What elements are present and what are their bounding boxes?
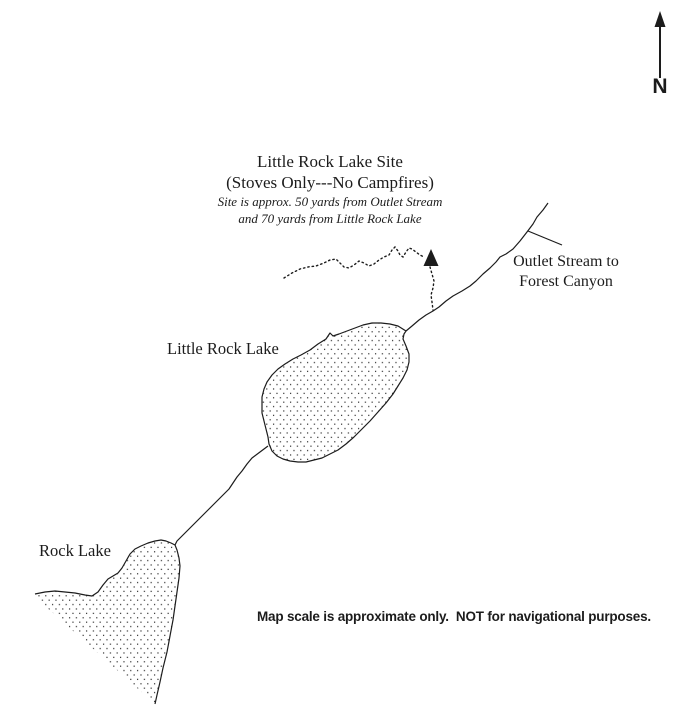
site-note-line1: Site is approx. 50 yards from Outlet Str… — [217, 194, 443, 209]
site-title: Little Rock Lake Site — [257, 152, 403, 171]
campsite-spur-dotted-line — [429, 266, 435, 311]
rock-lake-label: Rock Lake — [39, 541, 111, 560]
campsite-trail-dotted-line — [283, 245, 425, 279]
outlet-label-leader-line — [527, 230, 563, 246]
connecting-stream-line — [174, 445, 269, 546]
map-disclaimer: Map scale is approximate only. NOT for n… — [257, 609, 651, 624]
rock-lake-shoreline — [34, 539, 181, 705]
outlet-stream-label-line1: Outlet Stream to — [513, 253, 619, 270]
site-note-line2: and 70 yards from Little Rock Lake — [238, 211, 422, 226]
site-callout: Little Rock Lake Site (Stoves Only---No … — [180, 151, 480, 227]
little-rock-lake-label: Little Rock Lake — [167, 339, 279, 358]
outlet-stream-label-line2: Forest Canyon — [519, 273, 613, 290]
little-rock-lake-shape — [261, 322, 410, 463]
outlet-stream-label: Outlet Stream to Forest Canyon — [500, 252, 632, 292]
north-arrow-icon — [654, 11, 666, 78]
outlet-stream-line — [405, 202, 549, 332]
campsite-triangle-icon — [423, 249, 439, 266]
site-subtitle: (Stoves Only---No Campfires) — [226, 173, 434, 192]
north-label: N — [652, 75, 668, 98]
rock-lake-shape — [35, 540, 180, 704]
